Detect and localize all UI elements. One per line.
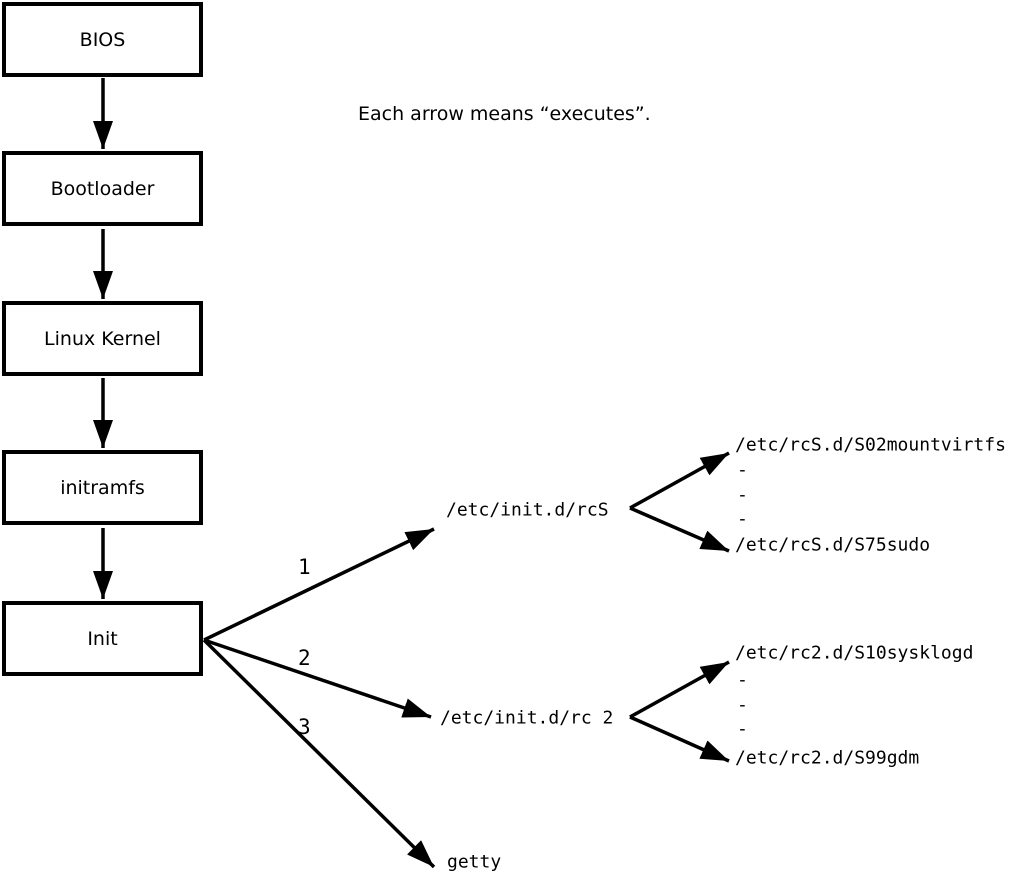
arrow-rcS-to-s75sudo xyxy=(629,506,730,553)
arrow-init-to-getty xyxy=(202,638,436,869)
arrow-rcS-to-s02mountvirtfs xyxy=(629,451,730,510)
node-bootloader: Bootloader xyxy=(2,151,203,226)
rcS-child-s02mountvirtfs: /etc/rcS.d/S02mountvirtfs xyxy=(735,434,1006,456)
arrow-label-1: 1 xyxy=(298,555,311,579)
node-init-label: Init xyxy=(87,627,118,650)
node-linux-kernel: Linux Kernel xyxy=(2,301,203,376)
rc2-child-ellipsis-1: - xyxy=(737,669,748,691)
node-bios: BIOS xyxy=(2,2,203,77)
rc2-child-s10sysklogd: /etc/rc2.d/S10sysklogd xyxy=(735,642,974,664)
rcS-child-s75sudo: /etc/rcS.d/S75sudo xyxy=(735,534,931,556)
rcS-child-ellipsis-2: - xyxy=(737,484,748,506)
node-init: Init xyxy=(2,601,203,676)
node-initramfs-label: initramfs xyxy=(60,476,145,499)
arrow-rc2-to-s10sysklogd xyxy=(629,660,730,719)
rc2-child-ellipsis-3: - xyxy=(737,718,748,740)
arrow-label-2: 2 xyxy=(298,646,311,670)
target-getty: getty xyxy=(447,851,502,873)
rcS-child-ellipsis-1: - xyxy=(737,459,748,481)
rc2-child-ellipsis-2: - xyxy=(737,694,748,716)
node-initramfs: initramfs xyxy=(2,450,203,525)
legend-caption: Each arrow means “executes”. xyxy=(358,103,651,125)
node-linux-kernel-label: Linux Kernel xyxy=(44,327,161,350)
arrow-label-3: 3 xyxy=(298,715,311,739)
target-rc2-script: /etc/init.d/rc 2 xyxy=(440,707,614,729)
target-rcS-script: /etc/init.d/rcS xyxy=(446,499,609,521)
node-bootloader-label: Bootloader xyxy=(50,177,155,200)
arrow-init-to-rcS xyxy=(203,527,435,642)
rc2-child-s99gdm: /etc/rc2.d/S99gdm xyxy=(735,747,920,769)
arrow-rc2-to-s99gdm xyxy=(629,715,730,763)
rcS-child-ellipsis-3: - xyxy=(737,508,748,530)
arrow-init-to-rc2 xyxy=(203,638,432,719)
node-bios-label: BIOS xyxy=(79,28,126,51)
